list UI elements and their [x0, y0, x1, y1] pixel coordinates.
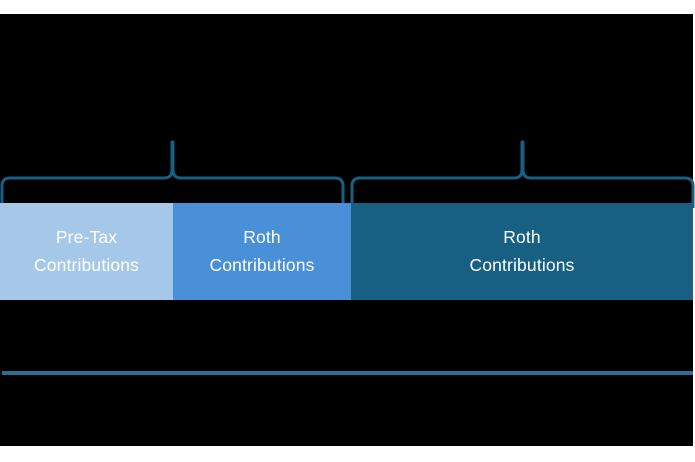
brace-right-icon [350, 140, 695, 208]
bar-segment-label: Roth Contributions [209, 227, 315, 275]
bar-segment-label: Roth Contributions [469, 227, 575, 275]
bar-segment-roth-contributions-middle[interactable]: Roth Contributions [173, 203, 351, 300]
bar-segment-roth-contributions-right[interactable]: Roth Contributions [351, 203, 693, 300]
brace-left [0, 140, 345, 208]
bar-segment-pre-tax-contributions[interactable]: Pre-Tax Contributions [0, 203, 173, 300]
brace-left-icon [0, 140, 345, 208]
bar-segment-label: Pre-Tax Contributions [33, 227, 140, 275]
stacked-bar: Pre-Tax Contributions Roth Contributions… [0, 203, 693, 300]
horizontal-divider [2, 371, 693, 375]
redacted-region-top [0, 14, 693, 203]
brace-right [350, 140, 695, 208]
